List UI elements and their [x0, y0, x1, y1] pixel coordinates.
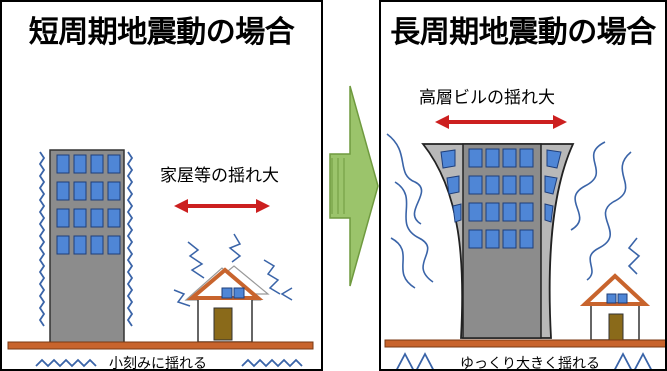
small-house [579, 273, 651, 341]
house-vibration-lines [173, 233, 293, 307]
short-period-ground-label: 小刻みに揺れる [106, 357, 210, 369]
house [184, 265, 270, 343]
ground [7, 341, 314, 350]
long-period-ground-label: ゆっくり大きく揺れる [457, 357, 603, 369]
ground [384, 339, 665, 348]
short-period-title: 短周期地震動の場合 [28, 15, 295, 50]
ground-waves [35, 358, 303, 368]
house-shake-arrow [174, 199, 270, 213]
highrise-vibration-lines [386, 133, 641, 289]
short-period-panel: 短周期地震動の場合 家屋等の揺れ大 [0, 0, 323, 371]
skyscraper [421, 143, 575, 339]
building-vibration-lines [38, 151, 134, 327]
ground-waves [396, 352, 652, 369]
highrise-shake-label: 高層ビルの揺れ大 [419, 88, 555, 108]
long-period-title: 長周期地震動の場合 [390, 15, 656, 50]
short-period-illustration [7, 149, 314, 368]
long-period-illustration [384, 115, 665, 369]
tall-building [49, 149, 125, 345]
long-period-panel: 長周期地震動の場合 高層ビルの揺れ大 [379, 0, 667, 371]
house-shake-label: 家屋等の揺れ大 [160, 166, 279, 186]
highrise-shake-arrow [435, 115, 567, 129]
